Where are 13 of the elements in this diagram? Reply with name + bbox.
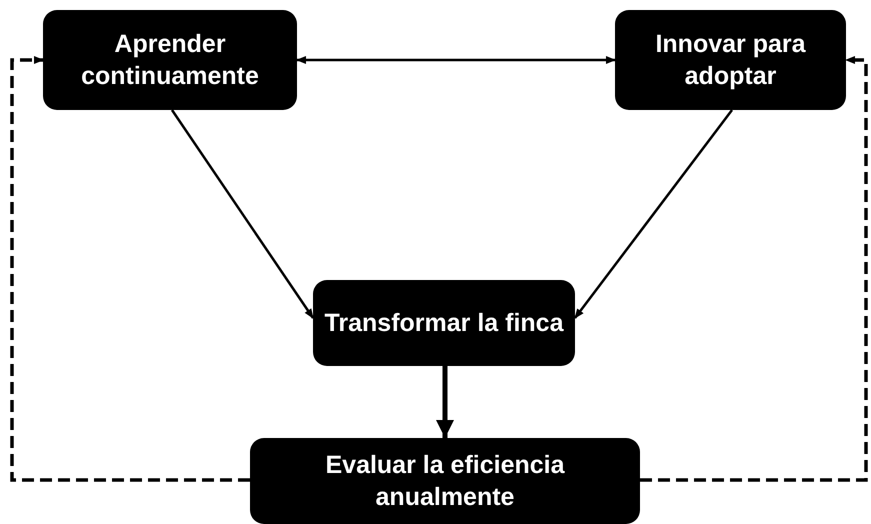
node-label: Aprender continuamente [80, 28, 260, 92]
node-label: Innovar para adoptar [654, 28, 807, 92]
node-label: Transformar la finca [324, 308, 564, 339]
arrow [436, 366, 454, 438]
arrow [296, 56, 616, 64]
process-box [615, 10, 846, 110]
arrow [574, 109, 733, 319]
arrow [640, 56, 868, 482]
process-box [43, 10, 297, 110]
arrow [170, 109, 314, 319]
process-box [313, 280, 575, 366]
node-label: Evaluar la eficiencia anualmente [324, 450, 566, 513]
process-box [250, 438, 640, 524]
